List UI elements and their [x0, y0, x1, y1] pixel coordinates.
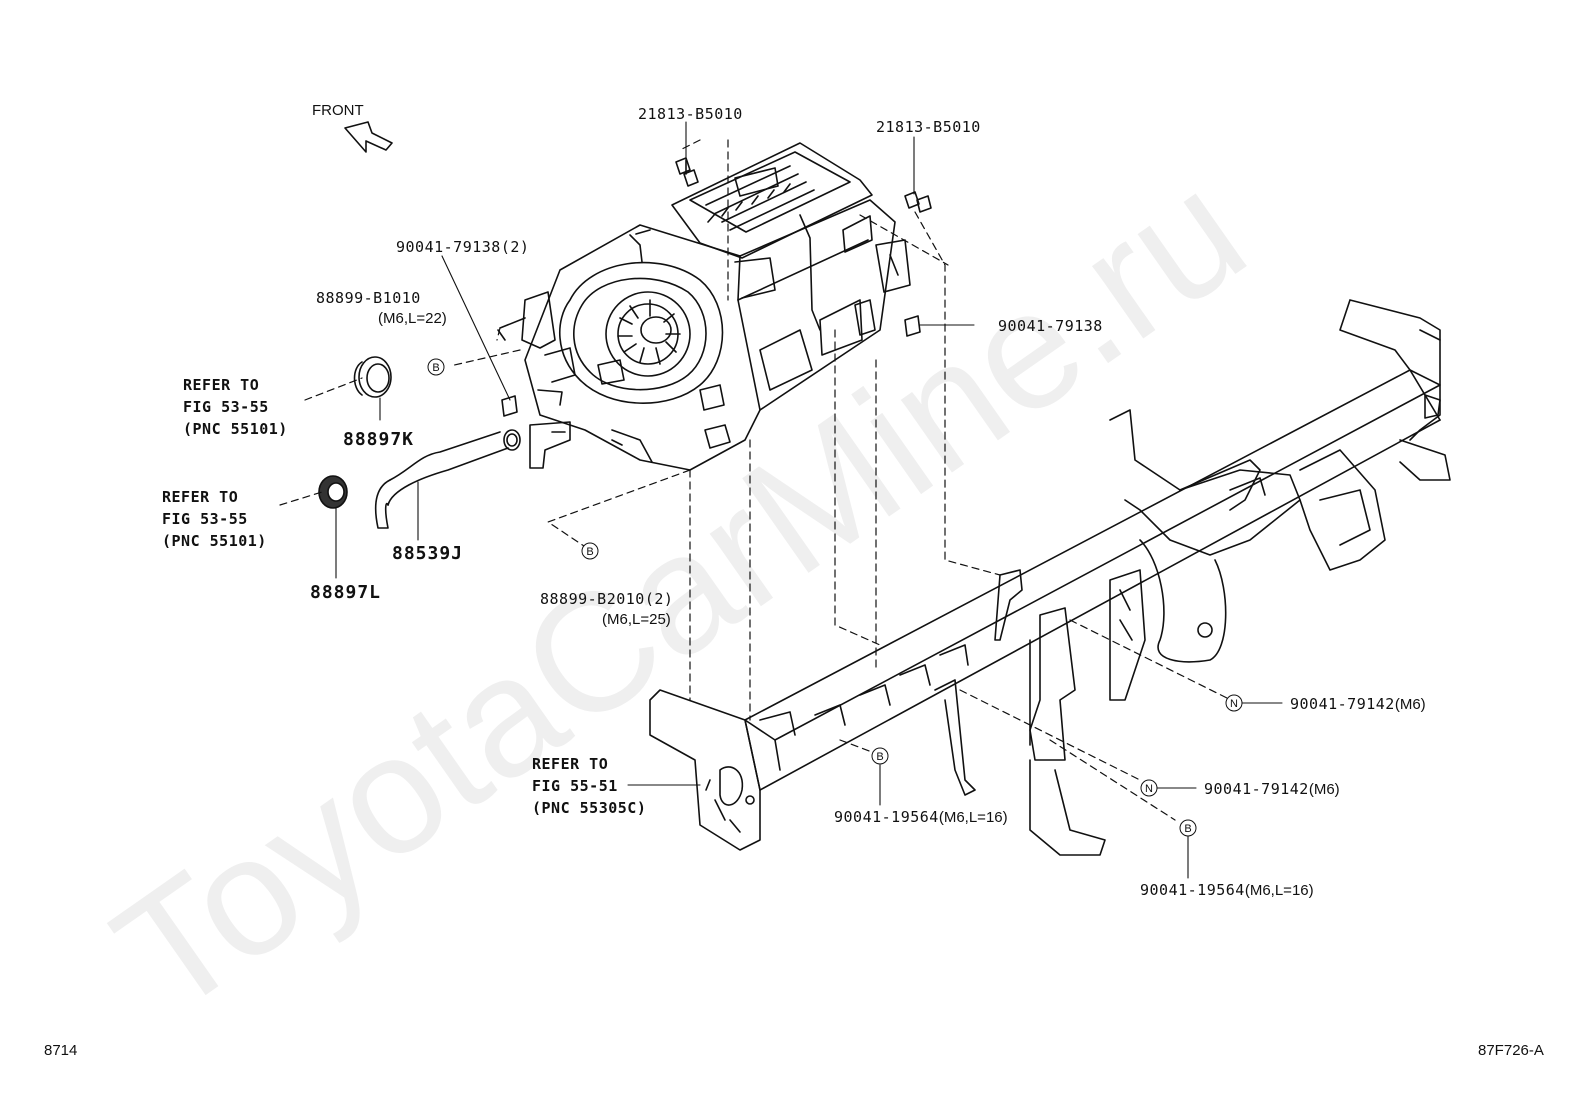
nut-label: 90041-79138: [998, 317, 1103, 335]
drain-hose: [374, 429, 521, 529]
refer-line: REFER TO: [183, 376, 260, 394]
part-label: 88897K: [343, 429, 415, 450]
bolt-label: 21813-B5010: [638, 105, 743, 123]
callout-b: B: [1179, 819, 1197, 837]
bolt-icon: [904, 191, 932, 213]
nut-icon: [904, 315, 921, 337]
refer-line: REFER TO: [532, 755, 609, 773]
refer-line: (PNC 55101): [183, 420, 288, 438]
refer-line: (PNC 55101): [162, 532, 267, 550]
screw-label: 88899-B2010(2): [540, 590, 674, 608]
nut-label: 90041-79138(2): [396, 238, 530, 256]
nut-icon: [501, 395, 518, 417]
refer-line: FIG 53-55: [183, 398, 269, 416]
screw-spec: (M6,L=25): [602, 611, 671, 628]
nut-label: 90041-79142(M6): [1204, 780, 1340, 798]
alignment-lines: [279, 139, 1236, 821]
part-label: 88539J: [392, 543, 464, 564]
svg-text:B: B: [876, 751, 883, 763]
svg-text:N: N: [1145, 783, 1153, 795]
svg-text:N: N: [1230, 698, 1238, 710]
nut-label: 90041-79142(M6): [1290, 695, 1426, 713]
part-label: 88897L: [310, 582, 382, 603]
figure-code: 87F726-A: [1478, 1042, 1544, 1059]
refer-line: REFER TO: [162, 488, 239, 506]
refer-line: (PNC 55305C): [532, 799, 647, 817]
callout-b: B: [581, 542, 599, 560]
screw-label: 88899-B1010: [316, 289, 421, 307]
callout-n: N: [1225, 694, 1243, 712]
refer-line: FIG 53-55: [162, 510, 248, 528]
svg-text:B: B: [1184, 823, 1191, 835]
front-arrow-icon: [344, 121, 393, 153]
callout-b: B: [427, 358, 445, 376]
screw-spec: (M6,L=22): [378, 310, 447, 327]
callout-b: B: [871, 747, 889, 765]
front-label: FRONT: [312, 102, 364, 119]
bolt-label: 90041-19564(M6,L=16): [1140, 881, 1314, 899]
bolt-label: 90041-19564(M6,L=16): [834, 808, 1008, 826]
grommet-l-icon: [318, 475, 348, 509]
leader-lines: [335, 121, 1283, 879]
svg-text:B: B: [432, 362, 439, 374]
refer-line: FIG 55-51: [532, 777, 618, 795]
bolt-label: 21813-B5010: [876, 118, 981, 136]
hvac-unit: [497, 142, 911, 471]
svg-text:B: B: [586, 546, 593, 558]
instrument-panel-reinforcement: [649, 299, 1451, 856]
callout-n: N: [1140, 779, 1158, 797]
page-code: 8714: [44, 1042, 78, 1059]
grommet-k-icon: [353, 356, 392, 398]
bolt-icon: [675, 157, 699, 187]
